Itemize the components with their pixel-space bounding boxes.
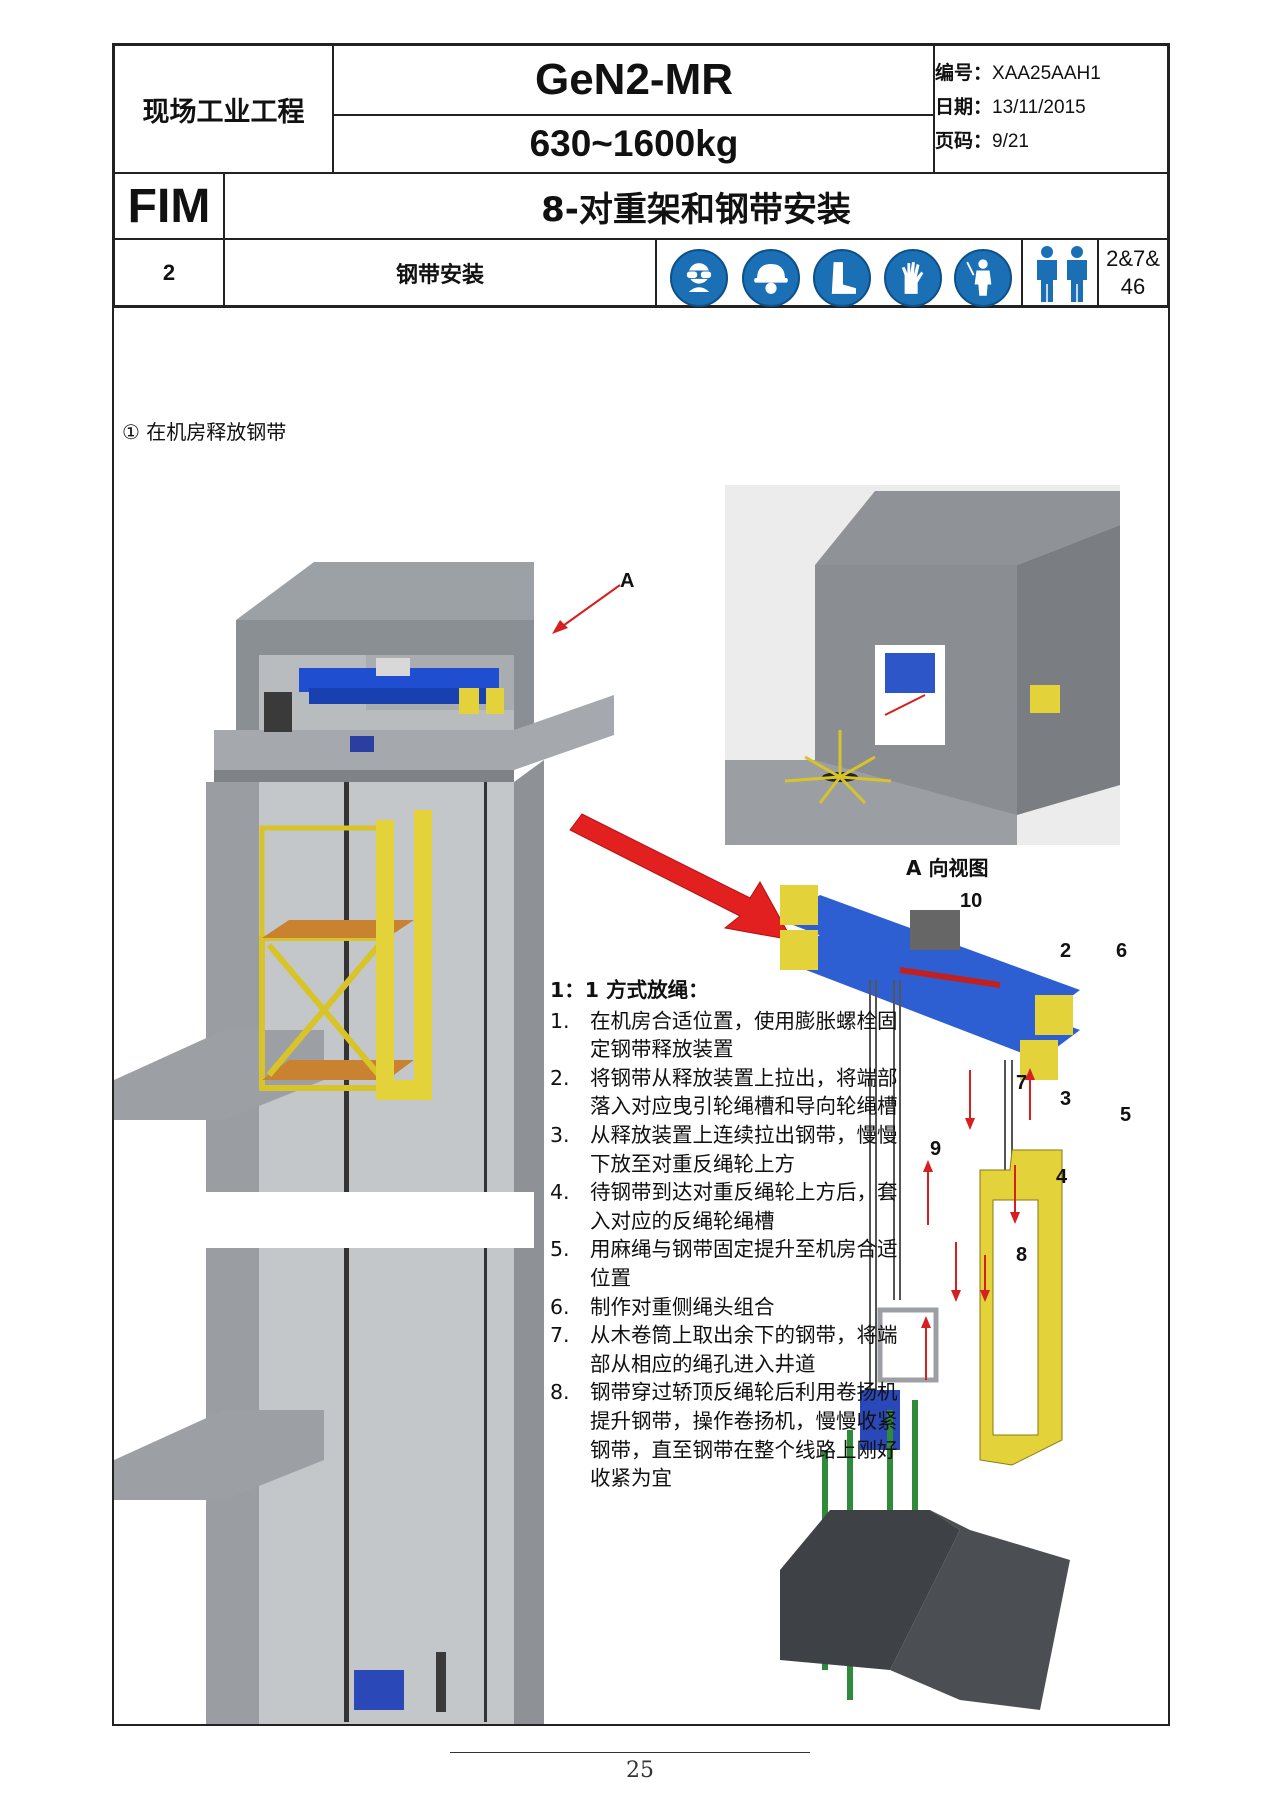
a-view-illustration — [780, 885, 1080, 1710]
instruction-item: 2. 将钢带从释放装置上拉出，将端部落入对应曳引轮绳槽和导向轮绳槽 — [550, 1064, 910, 1121]
step-number: 2 — [162, 259, 176, 285]
item-text: 制作对重侧绳头组合 — [590, 1294, 775, 1319]
date-label: 日期： — [935, 96, 993, 118]
instructions: 1：1 方式放绳： 1. 在机房合适位置，使用膨胀螺栓固定钢带释放装置 2. 将钢带… — [550, 976, 910, 1493]
callout-3: 3 — [1060, 1088, 1072, 1110]
item-text: 从木卷筒上取出余下的钢带，将端部从相应的绳孔进入井道 — [590, 1323, 898, 1376]
callout-10: 10 — [960, 890, 983, 912]
view-title: A 向视图 — [906, 856, 989, 880]
gloves-icon — [884, 249, 942, 307]
divider — [223, 172, 225, 305]
company-name: 现场工业工程 — [142, 96, 305, 128]
instruction-item: 8. 钢带穿过轿顶反绳轮后利用卷扬机提升钢带，操作卷扬机，慢慢收紧钢带，直至钢带在… — [550, 1378, 910, 1492]
item-number: 2. — [550, 1065, 570, 1090]
item-number: 3. — [550, 1122, 570, 1147]
item-text: 将钢带从释放装置上拉出，将端部落入对应曳引轮绳槽和导向轮绳槽 — [590, 1065, 898, 1119]
instruction-item: 5. 用麻绳与钢带固定提升至机房合适位置 — [550, 1235, 910, 1292]
callout-6: 6 — [1116, 940, 1128, 962]
item-text: 用麻绳与钢带固定提升至机房合适位置 — [590, 1237, 898, 1290]
instruction-item: 6. 制作对重侧绳头组合 — [550, 1293, 910, 1322]
header-table: 现场工业工程 GeN2-MR 630~1600kg 编号：XAA25AAH1 日… — [112, 43, 1170, 308]
item-number: 8. — [550, 1380, 570, 1405]
item-number: 5. — [550, 1237, 570, 1262]
doc-page: 页码：9/21 — [935, 126, 1167, 153]
doc-date: 日期：13/11/2015 — [935, 92, 1167, 119]
instruction-item: 1. 在机房合适位置，使用膨胀螺栓固定钢带释放装置 — [550, 1007, 910, 1064]
doc-number-value: XAA25AAH1 — [992, 63, 1101, 84]
callout-7: 7 — [1016, 1072, 1028, 1094]
item-number: 1. — [550, 1008, 570, 1033]
item-text: 从释放装置上连续拉出钢带，慢慢下放至对重反绳轮上方 — [590, 1122, 898, 1176]
shaft-illustration — [114, 562, 614, 1724]
divider — [1097, 238, 1099, 305]
content-frame — [112, 308, 1170, 1726]
doc-number: 编号：XAA25AAH1 — [935, 58, 1167, 85]
instruction-item: 4. 待钢带到达对重反绳轮上方后，套入对应的反绳轮绳槽 — [550, 1178, 910, 1235]
fim-label: FIM — [127, 179, 211, 233]
callout-2: 2 — [1060, 940, 1072, 962]
page-value: 9/21 — [992, 131, 1029, 152]
load-range: 630~1600kg — [529, 123, 739, 164]
item-number: 7. — [550, 1323, 570, 1348]
page-number: 25 — [626, 1758, 654, 1783]
hard-hat-icon — [742, 249, 800, 307]
safety-glasses-icon — [670, 249, 728, 307]
two-persons-icon — [1027, 244, 1097, 304]
callout-8: 8 — [1016, 1244, 1028, 1266]
page-ref-line2: 46 — [1120, 273, 1146, 299]
safety-boots-icon — [813, 249, 871, 307]
divider — [334, 114, 934, 116]
item-number: 4. — [550, 1180, 570, 1205]
instruction-item: 7. 从木卷筒上取出余下的钢带，将端部从相应的绳孔进入井道 — [550, 1321, 910, 1378]
divider — [655, 238, 657, 305]
callout-5: 5 — [1120, 1104, 1132, 1126]
page-label: 页码： — [935, 130, 993, 152]
page-reference: 2&7& 46 — [1099, 240, 1167, 305]
date-value: 13/11/2015 — [992, 97, 1086, 118]
doc-number-label: 编号： — [935, 62, 993, 84]
page-ref-line1: 2&7& — [1106, 245, 1160, 271]
machine-room-view — [725, 485, 1120, 845]
view-arrow-label: A — [620, 570, 635, 592]
divider — [332, 46, 334, 172]
divider — [933, 46, 935, 172]
callout-4: 4 — [1056, 1166, 1068, 1188]
divider — [1021, 238, 1023, 305]
divider — [115, 238, 1167, 240]
callout-9: 9 — [930, 1138, 942, 1160]
callout-arrow — [569, 813, 793, 941]
harness-icon — [954, 249, 1012, 307]
view-direction-arrow — [552, 584, 621, 634]
model-name: GeN2-MR — [534, 55, 734, 104]
divider — [115, 172, 1167, 174]
step-heading: ① 在机房释放钢带 — [122, 420, 287, 444]
footer-divider — [450, 1752, 810, 1753]
instructions-list: 1. 在机房合适位置，使用膨胀螺栓固定钢带释放装置 2. 将钢带从释放装置上拉出，将… — [550, 1007, 910, 1493]
instructions-heading: 1：1 方式放绳： — [550, 978, 709, 1002]
step-title: 钢带安装 — [395, 262, 484, 288]
item-text: 钢带穿过轿顶反绳轮后利用卷扬机提升钢带，操作卷扬机，慢慢收紧钢带，直至钢带在整个… — [590, 1380, 898, 1491]
section-title: 8-对重架和钢带安装 — [541, 189, 851, 230]
item-text: 待钢带到达对重反绳轮上方后，套入对应的反绳轮绳槽 — [590, 1180, 898, 1233]
item-text: 在机房合适位置，使用膨胀螺栓固定钢带释放装置 — [590, 1008, 898, 1062]
item-number: 6. — [550, 1294, 570, 1319]
instruction-item: 3. 从释放装置上连续拉出钢带，慢慢下放至对重反绳轮上方 — [550, 1121, 910, 1178]
